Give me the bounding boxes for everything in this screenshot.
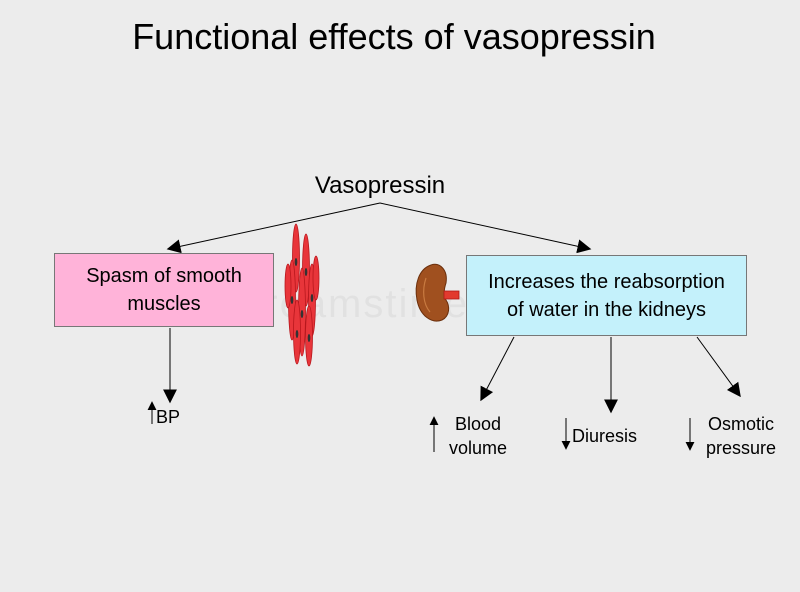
smooth-muscle-cells-icon <box>284 223 320 367</box>
root-node-vasopressin: Vasopressin <box>314 172 446 199</box>
label-diuresis: Diuresis <box>572 426 638 446</box>
effect-box-smooth-muscle: Spasm of smooth muscles <box>54 253 274 327</box>
label-line: pressure <box>705 438 777 458</box>
arrow-right-to-osmotic <box>696 336 741 398</box>
kidney-icon <box>415 263 460 322</box>
arrow-root-to-right <box>379 202 592 254</box>
box-text-line: muscles <box>127 293 201 315</box>
arrow-right-to-blood <box>480 336 515 402</box>
box-text-line: Spasm of smooth <box>86 265 242 287</box>
label-osmotic-pressure: Osmotic pressure <box>696 412 786 460</box>
box-text-line: of water in the kidneys <box>507 298 706 321</box>
muscle-nuclei <box>290 258 314 342</box>
label-bp: BP <box>156 407 181 427</box>
label-line: Blood <box>454 414 502 434</box>
label-line: volume <box>448 438 508 458</box>
diagram-title: Functional effects of vasopressin <box>132 16 656 57</box>
label-line: Osmotic <box>707 414 774 434</box>
box-text-line: Increases the reabsorption <box>488 270 725 293</box>
label-blood-volume: Blood volume <box>438 412 518 460</box>
effect-box-kidney-reabsorption: Increases the reabsorption of water in t… <box>466 255 747 336</box>
arrow-root-to-left <box>166 202 381 254</box>
